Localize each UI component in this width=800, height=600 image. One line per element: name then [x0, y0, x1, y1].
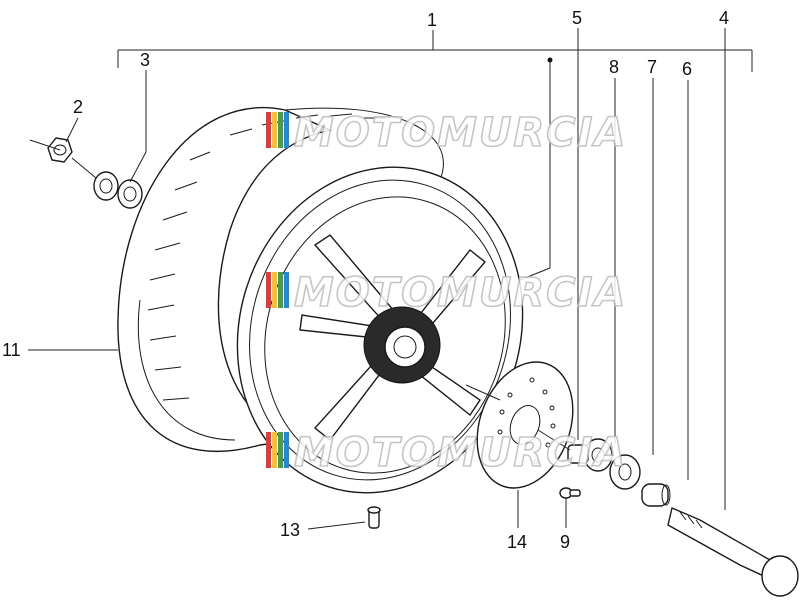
tire	[117, 107, 444, 453]
watermark-stripe	[272, 432, 277, 468]
wheel-rim	[236, 166, 524, 494]
watermark-stripe	[266, 432, 271, 468]
watermark-stripe	[272, 112, 277, 148]
watermark-stripe	[272, 272, 277, 308]
disc-screw	[559, 487, 581, 499]
callout-11: 11	[2, 340, 21, 360]
callout-5: 5	[572, 8, 582, 28]
callout-8: 8	[609, 57, 619, 77]
callout-labels: 1 2 3 4 5 6 7 8 9 11 13 14	[2, 8, 729, 552]
callout-4: 4	[719, 8, 729, 28]
leader-lines	[28, 28, 726, 530]
watermark-stripe	[266, 272, 271, 308]
watermark-text: MOTOMURCIA	[294, 110, 627, 156]
watermark-stripe	[278, 432, 283, 468]
callout-1: 1	[427, 10, 437, 30]
callout-14: 14	[507, 532, 527, 552]
watermark-bottom: MOTOMURCIA	[266, 429, 627, 477]
tire-valve	[367, 506, 381, 529]
watermark-top: MOTOMURCIA	[266, 109, 627, 157]
callout-3: 3	[140, 50, 150, 70]
watermark-stripe	[284, 112, 289, 148]
disc-holes	[497, 377, 556, 465]
callout-7: 7	[647, 57, 657, 77]
axle	[667, 507, 799, 597]
callout-9: 9	[560, 532, 570, 552]
watermark-stripe	[284, 272, 289, 308]
bearing-pair	[93, 171, 143, 209]
wheel-hub	[363, 306, 441, 384]
callout-6: 6	[682, 59, 692, 79]
watermark-middle: MOTOMURCIA	[266, 269, 627, 317]
assembly-bracket	[117, 30, 753, 72]
watermark-stripe	[278, 112, 283, 148]
watermark-stripe	[278, 272, 283, 308]
seal-ring	[609, 454, 641, 490]
callout-13: 13	[280, 520, 300, 540]
watermark-stripe	[284, 432, 289, 468]
spacer	[641, 483, 671, 507]
hub-bearing	[567, 438, 613, 472]
watermark-text: MOTOMURCIA	[294, 430, 627, 476]
watermark-text: MOTOMURCIA	[294, 270, 627, 316]
callout-2: 2	[73, 97, 83, 117]
watermark-stripe	[266, 112, 271, 148]
